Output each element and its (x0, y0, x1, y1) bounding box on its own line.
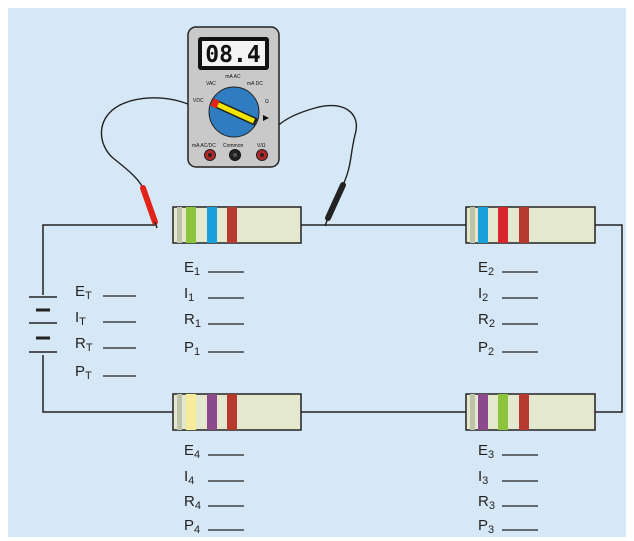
label-jack-mid: Common (223, 143, 244, 149)
r3-label-e: E3 (478, 442, 494, 461)
r2-label-p: P2 (478, 339, 494, 358)
color-band (227, 207, 237, 243)
resistor-r2-labels: E2 I2 R2 P2 (478, 259, 538, 358)
probe-red-handle (140, 185, 158, 225)
r2-label-i: I2 (478, 285, 488, 304)
r3-label-i: I3 (478, 468, 488, 487)
resistor-ridge (470, 207, 475, 243)
r4-label-i: I4 (184, 468, 194, 487)
r3-label-p: P3 (478, 517, 494, 536)
r1-label-e: E1 (184, 259, 200, 278)
multimeter-reading: 08.4 (205, 42, 260, 68)
resistor-r3 (465, 393, 596, 431)
multimeter-display-window (202, 41, 265, 66)
wire-bottom-left (42, 355, 173, 413)
r3-label-r: R3 (478, 493, 495, 512)
label-vac: VAC (206, 81, 216, 87)
selector-pointer-icon (263, 115, 269, 121)
source-label-pt: PT (75, 363, 92, 382)
dial-pointer (212, 100, 256, 124)
color-band (478, 394, 488, 430)
resistor-r1-labels: E1 I1 R1 P1 (184, 259, 244, 358)
resistor-r4 (172, 393, 302, 431)
battery-symbol (29, 296, 57, 353)
jack-hole (233, 153, 237, 157)
jack-ma[interactable] (204, 149, 216, 161)
resistor-r3-labels: E3 I3 R3 P3 (478, 442, 538, 536)
source-label-rt: RT (75, 335, 93, 354)
dial-pointer-tip (210, 98, 220, 109)
wire-top-left (42, 224, 155, 295)
label-ma-ac: mA AC (225, 74, 241, 80)
probe-red-tip (154, 221, 158, 229)
source-label-et: ET (75, 283, 92, 302)
wire-right (595, 224, 623, 413)
color-band (227, 394, 237, 430)
jack-hole (208, 153, 212, 157)
color-band (207, 207, 217, 243)
r2-label-e: E2 (478, 259, 494, 278)
color-band (478, 207, 488, 243)
resistor-r2 (465, 206, 596, 244)
r4-label-p: P4 (184, 517, 200, 536)
selector-dial[interactable] (208, 86, 260, 138)
r1-label-i: I1 (184, 285, 194, 304)
color-band (498, 207, 508, 243)
resistor-r4-labels: E4 I4 R4 P4 (184, 442, 244, 536)
label-jack-left: mA AC/DC (192, 143, 216, 149)
source-label-it: IT (75, 309, 86, 328)
resistor-ridge (470, 394, 475, 430)
color-band (519, 394, 529, 430)
r2-label-r: R2 (478, 311, 495, 330)
resistor-ridge (177, 207, 182, 243)
probe-black-handle (325, 182, 346, 221)
r1-label-p: P1 (184, 339, 200, 358)
resistor-ridge (177, 394, 182, 430)
jack-v-ohm[interactable] (256, 149, 268, 161)
probe-red[interactable] (140, 185, 158, 229)
r4-label-r: R4 (184, 493, 201, 512)
label-jack-right: V/Ω (257, 143, 266, 149)
r4-label-e: E4 (184, 442, 200, 461)
resistor-r1 (172, 206, 302, 244)
circuit-wires (42, 224, 623, 413)
probe-black-tip (324, 217, 329, 227)
probe-lead-black (261, 104, 358, 186)
multimeter: 08.4 mA AC VAC mA DC VDC Ω mA AC/DC Comm… (187, 26, 280, 168)
probe-black[interactable] (324, 182, 346, 227)
label-ma-dc: mA DC (247, 81, 263, 87)
jack-common[interactable] (229, 149, 241, 161)
source-labels: ET IT RT PT (75, 283, 136, 382)
color-band (186, 207, 196, 243)
label-vdc: VDC (193, 98, 204, 104)
color-band (186, 394, 196, 430)
r1-label-r: R1 (184, 311, 201, 330)
color-band (519, 207, 529, 243)
label-ohm: Ω (265, 99, 269, 105)
color-band (207, 394, 217, 430)
color-band (498, 394, 508, 430)
jack-hole (260, 153, 264, 157)
